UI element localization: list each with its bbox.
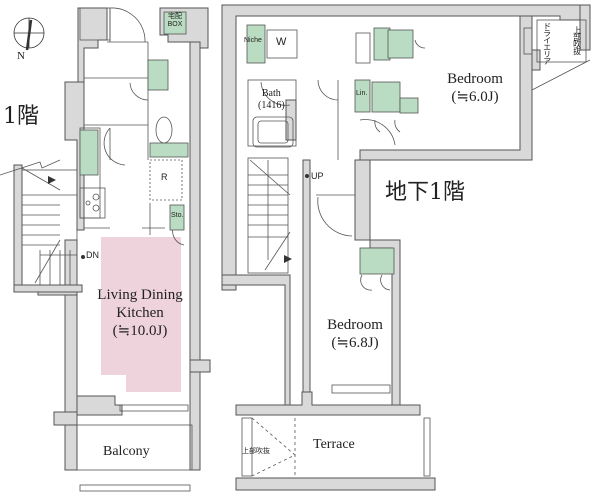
dry-area-label: ドライエリア (542, 22, 552, 64)
bath-label: Bath (1416) (258, 88, 285, 112)
upper-storage (79, 59, 189, 231)
ldk-name-line2: Kitchen (116, 305, 164, 321)
washer-label: W (276, 36, 287, 48)
balcony-label: Balcony (103, 444, 150, 459)
ldk-size: (≒10.0J) (112, 323, 168, 339)
compass-north-label: N (17, 50, 25, 62)
stairs-down-label: DN (86, 250, 99, 260)
bedroom2-name: Bedroom (327, 317, 383, 333)
ldk-name-line1: Living Dining (97, 287, 183, 303)
void-upper-label: 上部吹抜 (572, 26, 582, 54)
toilet-icon (155, 116, 173, 144)
refrigerator-label: R (161, 172, 168, 182)
bath-size: (1416) (258, 100, 285, 111)
bedroom1-size: (≒6.0J) (451, 89, 499, 105)
bedroom1-name: Bedroom (447, 71, 503, 87)
linen-label: Lin. (356, 90, 368, 97)
terrace-void-label: 上部吹抜 (242, 448, 270, 455)
bedroom1-label: Bedroom (≒6.0J) (430, 70, 520, 106)
floor-label-b1f: 地下1階 (385, 180, 465, 205)
bedroom2-size: (≒6.8J) (331, 335, 379, 351)
delivery-box-label-line2: BOX (167, 21, 183, 29)
compass-icon (13, 17, 45, 51)
delivery-box-label-line1: 宅配 (168, 13, 182, 20)
niche-label: Niche (244, 37, 262, 44)
bedroom2-label: Bedroom (≒6.8J) (310, 316, 400, 352)
lower-floor-walls (221, 4, 591, 491)
floor-label-1f: 1階 (3, 104, 39, 129)
upper-stairs (0, 159, 78, 286)
washer-icon (266, 29, 298, 59)
storage-label: Sto. (171, 212, 184, 219)
ldk-label: Living Dining Kitchen (≒10.0J) (80, 286, 200, 340)
bath-name: Bath (261, 88, 281, 99)
ldk-floor-highlight (101, 237, 181, 392)
stove-icon (79, 187, 106, 219)
stairs-up-label: UP (311, 171, 324, 181)
delivery-box-label: 宅配 BOX (165, 13, 185, 30)
lower-interior-lines (241, 19, 591, 477)
delivery-box (163, 11, 187, 35)
terrace-label: Terrace (313, 437, 355, 452)
lower-storage (246, 24, 419, 275)
